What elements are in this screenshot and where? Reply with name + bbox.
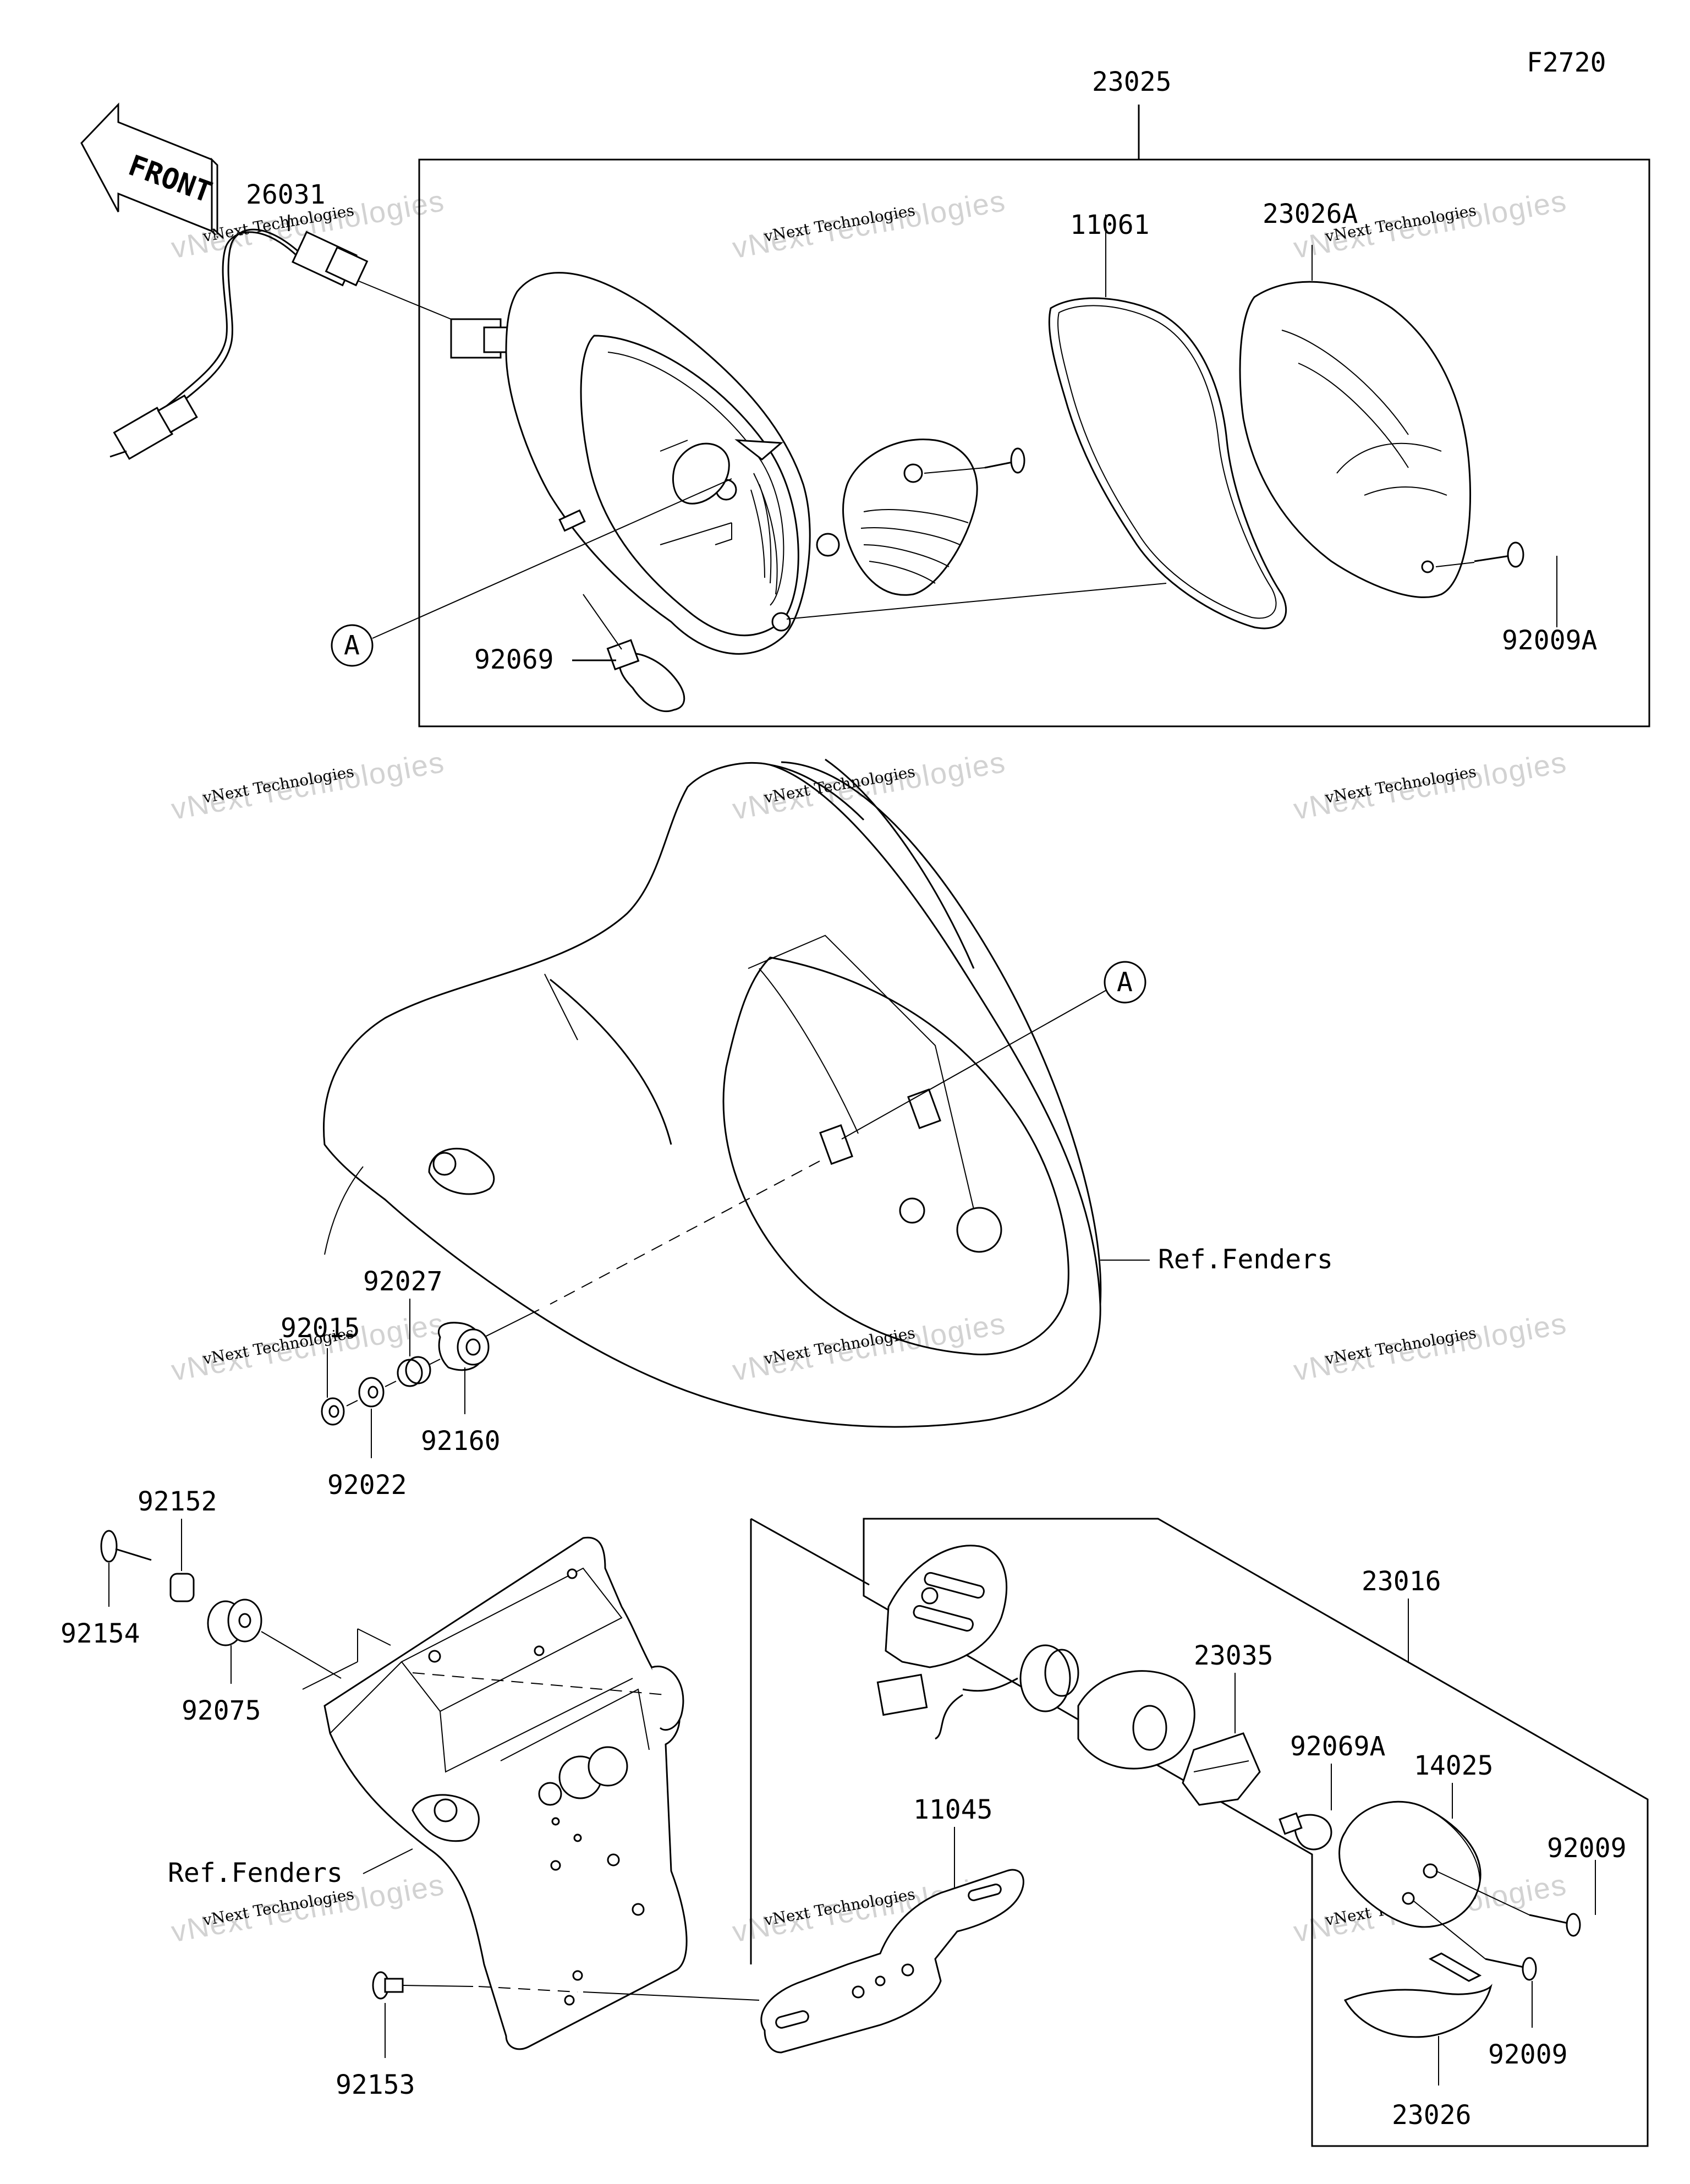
label-92009-1: 92009 [1547, 1833, 1627, 1864]
label-92154: 92154 [61, 1618, 140, 1649]
part-screw-reflector [984, 447, 1025, 474]
part-11045-plate-bracket [760, 1869, 1024, 2054]
label-92075: 92075 [182, 1695, 261, 1726]
group-box-23025 [418, 158, 1650, 727]
label-14025: 14025 [1414, 1750, 1494, 1781]
label-11045: 11045 [913, 1794, 993, 1825]
watermark: vNext Technologies vNext Technologies [1291, 746, 1570, 826]
label-92009-2: 92009 [1488, 2039, 1568, 2070]
part-lamp-base [885, 1545, 1008, 1668]
label-26031: 26031 [246, 179, 326, 210]
part-socket [1077, 1670, 1195, 1770]
part-92153-bolt [372, 1971, 404, 2000]
part-26031-harness [109, 228, 369, 460]
part-92154-bolt [100, 1530, 152, 1563]
figure-code: F2720 [1527, 47, 1606, 78]
callout-a-mid-text: A [1117, 967, 1133, 998]
label-92160: 92160 [421, 1426, 501, 1457]
part-92009A-screw [1474, 541, 1524, 568]
label-23026A: 23026A [1263, 199, 1358, 229]
label-92015: 92015 [281, 1313, 360, 1344]
watermark: vNext Technologies vNext Technologies [730, 184, 1008, 265]
part-92152-collar [169, 1573, 195, 1602]
callout-a-top-text: A [344, 630, 360, 661]
part-92009-screw-2 [1485, 1957, 1537, 1981]
watermark: vNext Technologies vNext Technologies [730, 746, 1008, 826]
label-92153: 92153 [336, 2070, 415, 2100]
label-23026: 23026 [1392, 2100, 1472, 2131]
part-92027-collar [397, 1356, 431, 1387]
label-ref-fenders-1: Ref.Fenders [1158, 1244, 1333, 1275]
label-92022: 92022 [327, 1470, 407, 1501]
part-11061-gasket [1048, 297, 1287, 630]
part-92069-bulb [606, 639, 685, 713]
part-23026A-lens [1239, 281, 1472, 598]
label-23025: 23025 [1092, 67, 1172, 97]
part-lamp-housing [505, 272, 811, 655]
part-92075-grommet [207, 1599, 262, 1646]
part-92022-washer [358, 1377, 385, 1408]
part-23035-clip [1182, 1732, 1261, 1806]
label-92009A: 92009A [1502, 625, 1597, 656]
callout-a-top [331, 624, 374, 667]
part-92015-nut [321, 1397, 345, 1426]
label-23035: 23035 [1194, 1640, 1274, 1671]
watermark: vNext Technologies vNext Technologies [730, 1307, 1008, 1387]
label-ref-fenders-2: Ref.Fenders [168, 1858, 343, 1889]
part-license-bracket-fender [302, 1536, 688, 2050]
watermark: vNext Technologies vNext Technologies [169, 746, 447, 826]
part-rear-fender [323, 758, 1102, 1428]
part-92009-screw-1 [1529, 1913, 1581, 1937]
part-lamp-connector [450, 318, 513, 359]
label-11061: 11061 [1070, 210, 1150, 240]
part-23026-lens [1343, 1952, 1493, 2038]
label-92027: 92027 [363, 1266, 443, 1297]
callout-a-mid [1104, 961, 1146, 1004]
label-23016: 23016 [1362, 1566, 1441, 1597]
part-socket-wire [876, 1644, 1079, 1740]
watermark: vNext Technologies vNext Technologies [1291, 1307, 1570, 1387]
part-92069A-bulb [1279, 1812, 1332, 1851]
label-92152: 92152 [138, 1486, 217, 1517]
label-92069A: 92069A [1290, 1731, 1385, 1762]
part-14025-cover [1338, 1800, 1482, 1928]
label-92069: 92069 [474, 644, 554, 675]
front-arrow-icon: FRONT [80, 102, 218, 239]
part-92160-grommet [438, 1322, 490, 1371]
part-reflector-unit [816, 439, 978, 596]
